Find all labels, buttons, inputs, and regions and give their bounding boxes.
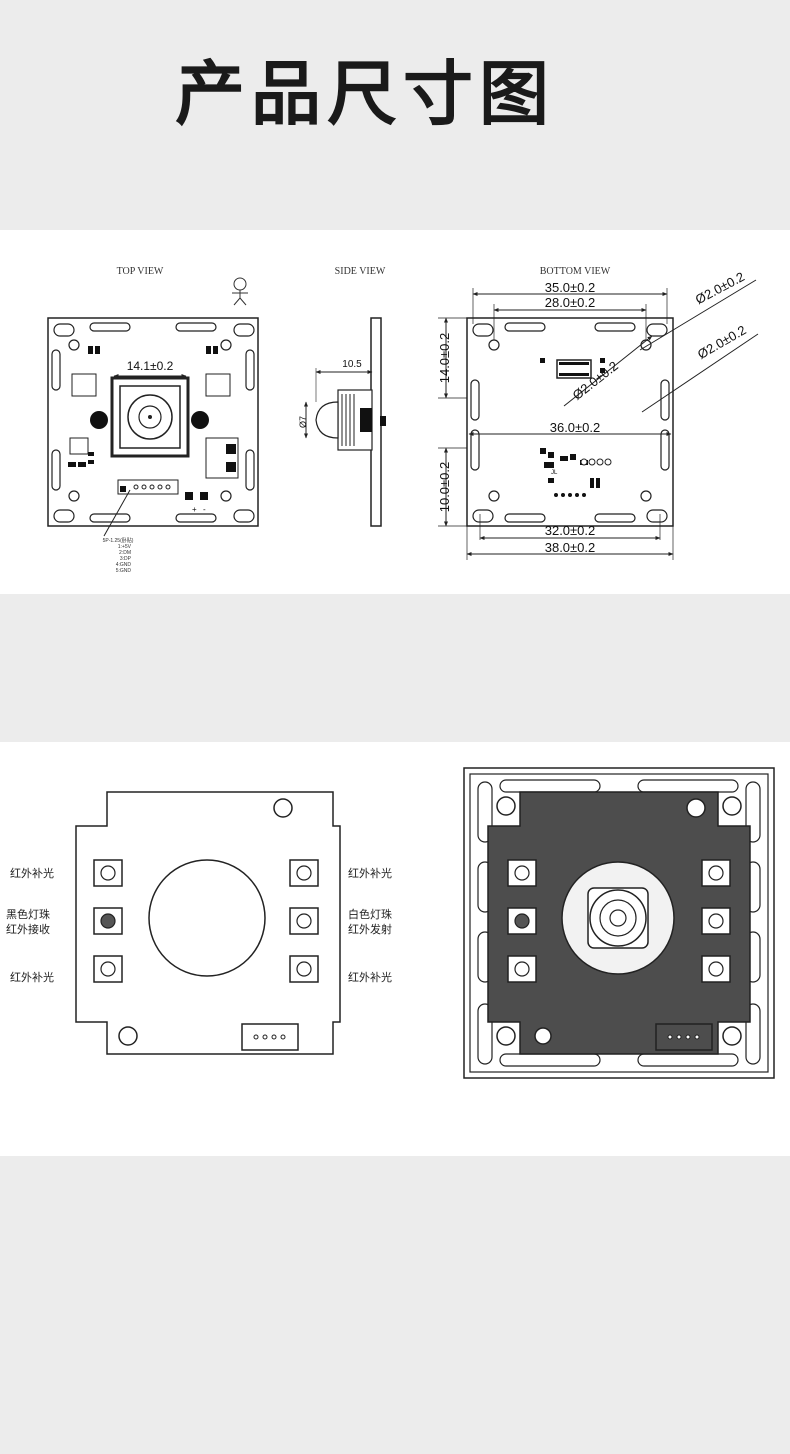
connector-pin-2: 2:DM [119,550,131,556]
rendered-led-left-top [507,859,537,887]
connector-title: 5P-1.25(卧贴) [103,537,134,544]
top-mount-slots [51,322,255,523]
led-layout-drawing: 红外补光 黑色灯珠 红外接收 红外补光 红外补光 白色灯珠 红外发射 红外补光 [6,767,775,1079]
minus-label: - [203,505,206,514]
connector-pin-1: 1:+5V [118,544,132,550]
led-rendered-board [463,767,775,1079]
side-view-label: SIDE VIEW [335,266,386,277]
dim-10-label: 10.0±0.2 [437,462,452,513]
dim-28-label: 28.0±0.2 [545,295,596,310]
title-band: 产品尺寸图 [0,0,790,230]
side-lens [315,401,339,439]
label-right-bottom: 红外补光 [348,970,392,984]
bottom-round-pads [580,458,612,466]
bottom-board-outline [466,317,674,527]
label-right-mid-2: 红外发射 [348,922,392,936]
label-left-mid-2: 红外接收 [6,922,50,936]
bottom-chip-pins [540,358,605,376]
led-outline-lens [148,859,266,977]
dim-35-label: 35.0±0.2 [545,280,596,295]
dimension-drawing: TOP VIEW [47,266,759,574]
ir-led-right [191,411,209,429]
label-left-top: 红外补光 [10,866,54,880]
hole-leader-1 [639,279,757,351]
led-outline-board [75,791,341,1055]
rendered-connector [655,1023,713,1051]
connector-pins [133,484,171,490]
dim-36-label: 36.0±0.2 [550,420,601,435]
bottom-chip-label: JL [551,470,558,476]
hole-leader-2 [563,335,653,407]
dim-38-label: 38.0±0.2 [545,540,596,555]
side-sensor [360,408,372,432]
page-title: 产品尺寸图 [175,53,555,135]
connector-pin-3: 3:DP [120,556,132,562]
connector-leader [103,489,131,537]
plus-label: + [192,505,197,514]
bottom-view-label: BOTTOM VIEW [540,266,611,277]
led-layout-panel: 红外补光 黑色灯珠 红外接收 红外补光 红外补光 白色灯珠 红外发射 红外补光 [0,742,790,1156]
mascot-icon [232,277,248,306]
ir-led-left [90,411,108,429]
top-view-label: TOP VIEW [117,266,164,277]
side-threads [341,394,355,446]
bottom-test-points [554,493,586,497]
rendered-lens-center [609,909,627,927]
bottom-spacer-band [0,1156,790,1454]
label-right-top: 红外补光 [348,866,392,880]
spacer-band [0,594,790,742]
bottom-mount-slots [470,322,670,523]
label-left-bottom: 红外补光 [10,970,54,984]
connector-pin-5: 5:GND [116,568,132,574]
side-length-label: 10.5 [342,359,362,370]
bottom-view: BOTTOM VIEW [437,266,759,560]
dimension-drawing-panel: TOP VIEW [0,230,790,594]
label-right-mid-1: 白色灯珠 [348,907,392,921]
led-outline-connector-pins [253,1034,286,1040]
dim-lens-label: 14.1±0.2 [127,359,174,373]
top-smd-pads [68,346,236,500]
side-view: SIDE VIEW 10.5 Ø7 [298,266,386,527]
hole-leader-3 [641,333,759,413]
side-diameter-label: Ø7 [298,416,308,428]
led-outline-connector [241,1023,299,1051]
dim-32-label: 32.0±0.2 [545,523,596,538]
top-view: TOP VIEW [47,266,259,574]
top-mount-holes [68,339,232,502]
dim-14-label: 14.0±0.2 [437,333,452,384]
lens-center [148,415,152,419]
hole-3-label: Ø2.0±0.2 [695,322,749,362]
connector-pin-4: 4:GND [116,562,132,568]
black-led-dot [100,913,116,929]
side-pin [380,416,386,426]
label-left-mid-1: 黑色灯珠 [6,907,50,921]
